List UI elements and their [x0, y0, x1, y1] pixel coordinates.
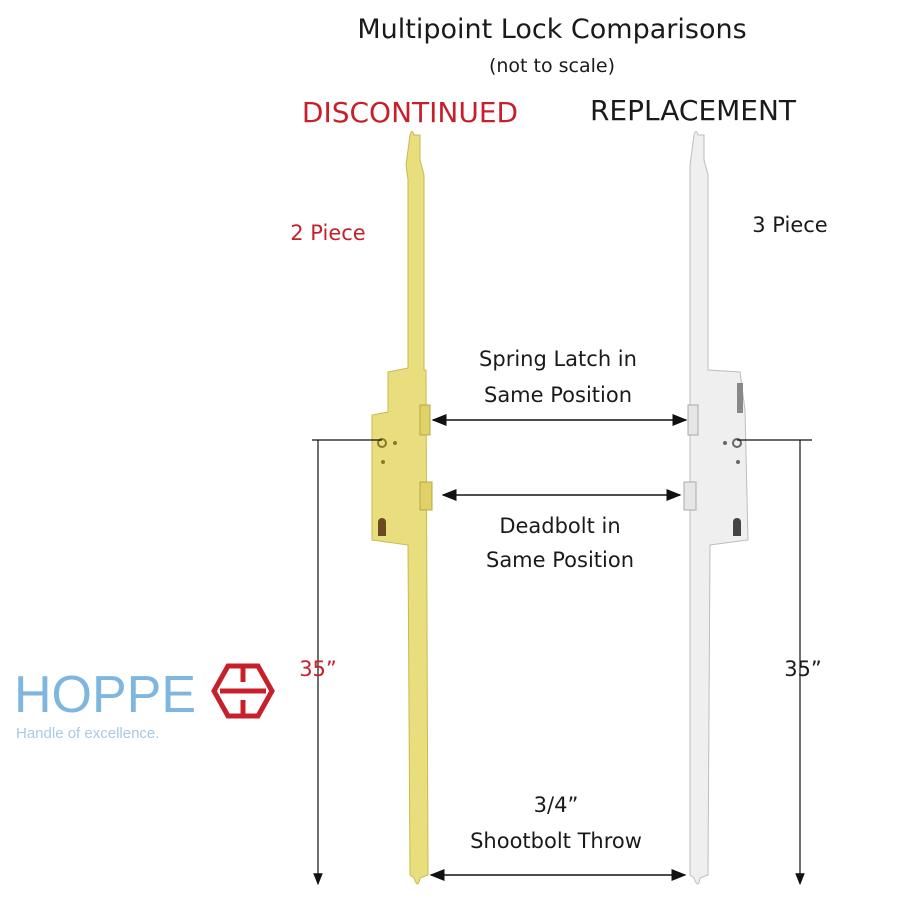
- latch-label-line2: Same Position: [484, 383, 632, 407]
- deadbolt-label-line2: Same Position: [486, 548, 634, 572]
- title: Multipoint Lock Comparisons: [357, 14, 746, 45]
- latch-label-line1: Spring Latch in: [479, 347, 637, 371]
- hoppe-hexagon-icon: [211, 663, 275, 719]
- replacement-heading: REPLACEMENT: [590, 94, 797, 127]
- hoppe-logo: HOPPE Handle of excellence.: [14, 663, 275, 742]
- replacement-pieces: 3 Piece: [752, 213, 827, 237]
- shootbolt-label-line2: Shootbolt Throw: [470, 829, 642, 853]
- logo-brand: HOPPE: [14, 666, 196, 724]
- subtitle: (not to scale): [489, 55, 615, 77]
- deadbolt-label-line1: Deadbolt in: [499, 514, 620, 538]
- discontinued-lock-image: [371, 131, 433, 885]
- left-length-label: 35”: [299, 657, 337, 681]
- right-length-label: 35”: [784, 657, 822, 681]
- discontinued-pieces: 2 Piece: [290, 221, 365, 245]
- discontinued-heading: DISCONTINUED: [302, 96, 518, 129]
- left-dimension-line: [312, 439, 382, 886]
- shootbolt-label-line1: 3/4”: [534, 793, 579, 817]
- replacement-lock-image: [683, 131, 749, 885]
- logo-tagline: Handle of excellence.: [16, 725, 159, 742]
- right-dimension-line: [737, 439, 812, 886]
